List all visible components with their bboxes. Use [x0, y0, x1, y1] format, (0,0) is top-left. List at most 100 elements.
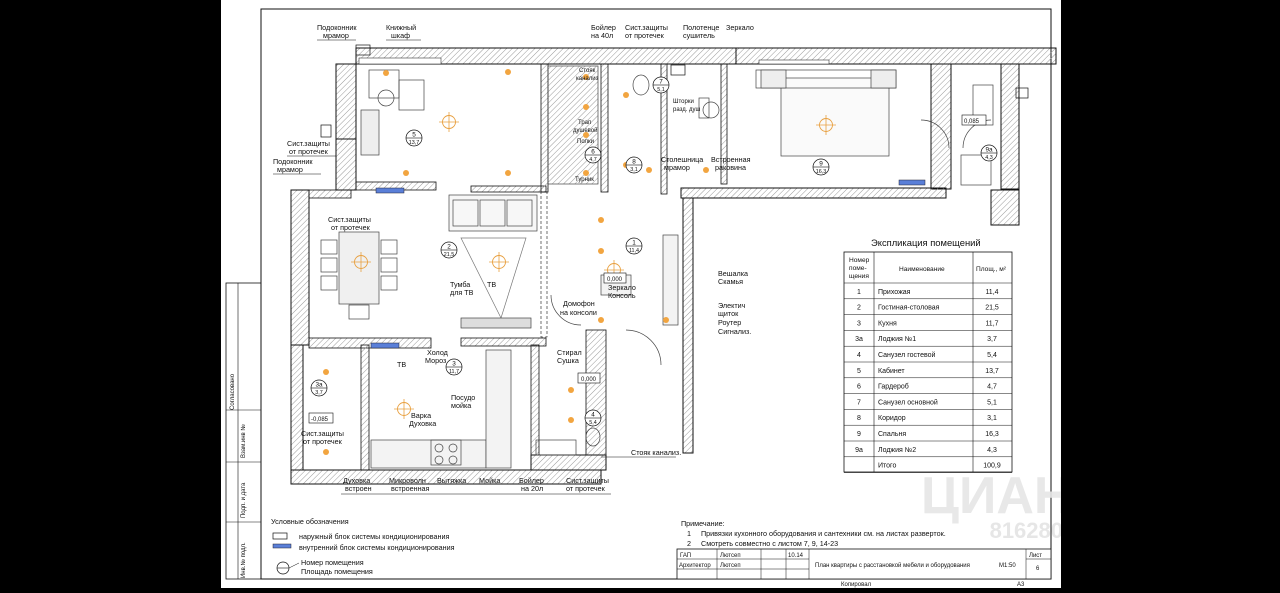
notes: Примечание: 1 Привязки кухонного оборудо… — [681, 519, 946, 548]
label-boiler40-1: Бойлер — [591, 23, 616, 32]
level-loggia-1: -0,085 — [311, 417, 329, 423]
label-turnik: Турник — [575, 177, 594, 183]
table-cell-name: Кабинет — [878, 367, 905, 375]
label-polotence-1: Полотенце — [683, 23, 719, 32]
room-marker-9a: 9а4,3 — [980, 144, 998, 162]
table-cell-num: 7 — [857, 399, 861, 406]
level-marks: 0,000 0,000 -0,085 0,085 — [308, 114, 987, 424]
room-marker-8: 83,1 — [625, 156, 643, 174]
room-area: 5,1 — [657, 87, 665, 93]
explication-table: Экспликация помещений Номер поме- щения … — [843, 237, 1013, 473]
room-marker-7: 75,1 — [652, 76, 670, 94]
note-2: Смотреть совместно с листом 7, 9, 14-23 — [701, 539, 838, 548]
label-rakovina-2: раковина — [715, 163, 746, 172]
title-block: ГАП Лютсеп 10.14 Архитектор Лютсеп План … — [676, 548, 1052, 588]
label-posudo-2: мойка — [451, 401, 471, 410]
level-loggia-2: 0,085 — [964, 119, 980, 125]
tb-date: 10.14 — [788, 553, 804, 559]
label-vytyazhka: Вытяжка — [437, 476, 466, 485]
label-shkaf-2: шкаф — [391, 31, 410, 40]
table-cell-area: 3,1 — [987, 415, 997, 422]
room-number: 3 — [452, 361, 456, 368]
level-guest-bath: 0,000 — [581, 377, 597, 383]
room-marker-3: 311,7 — [445, 358, 463, 376]
label-tumba-1: Тумба — [450, 280, 470, 289]
label-domofon-1: Домофон — [563, 299, 595, 308]
tb-copied: Копировал — [841, 582, 872, 588]
walls — [290, 47, 1057, 485]
room-marker-1: 111,4 — [625, 237, 643, 255]
table-cell-area: 4,7 — [987, 384, 997, 391]
label-boiler40-2: на 40л — [591, 31, 613, 40]
label-polki: Полки — [577, 139, 594, 145]
label-boiler20-2: на 20л — [521, 484, 543, 493]
note-1: Привязки кухонного оборудования и сантех… — [701, 529, 946, 538]
table-cell-name: Кухня — [878, 320, 897, 327]
table-cell-num: 6 — [857, 384, 861, 391]
stamp-inv-orig: Инв.№ подл. — [240, 542, 247, 578]
label-sist-liv-1: Сист.защиты — [328, 215, 371, 224]
room-area: 21,5 — [444, 252, 455, 258]
label-varka-2: Духовка — [409, 419, 436, 428]
label-sist-bot-1: Сист.защиты — [566, 476, 609, 485]
table-cell-num: 5 — [857, 368, 861, 375]
label-zerkalo-kons-1: Зеркало — [608, 283, 636, 292]
label-tv: ТВ — [487, 280, 496, 289]
label-shitok-1: Электич — [718, 301, 746, 310]
table-total-label: Итого — [878, 463, 896, 470]
room-number: 9а — [985, 147, 993, 154]
label-polotence-2: сушитель — [683, 31, 715, 40]
tb-gap: ГАП — [680, 553, 691, 559]
tb-format: А3 — [1017, 582, 1025, 588]
table-cell-num: 2 — [857, 305, 861, 312]
label-stoyak-1: Стояк — [579, 68, 596, 74]
legend-room-area: Площадь помещения — [301, 567, 373, 576]
table-cell-num: 3а — [855, 336, 863, 343]
label-varka-1: Варка — [411, 411, 431, 420]
label-router-2: Сигнализ. — [718, 327, 751, 336]
room-area: 16,3 — [816, 169, 827, 175]
label-mikro-1: Микроволн — [389, 476, 426, 485]
plan-labels: Подоконник мрамор Книжный шкаф Бойлер на… — [273, 23, 754, 495]
label-stoleshnica-2: мрамор — [664, 163, 690, 172]
table-header-name: Наименование — [899, 266, 945, 273]
table-cell-num: 1 — [857, 289, 861, 296]
label-sist-loggia-2: от протечек — [303, 437, 343, 446]
table-header-num-1: Номер — [849, 257, 870, 264]
room-area: 5,4 — [589, 420, 597, 426]
label-stiralka-2: Сушка — [557, 356, 579, 365]
table-cell-name: Гардероб — [878, 383, 909, 391]
tb-scale: М1:50 — [999, 563, 1016, 569]
table-cell-num: 9а — [855, 447, 863, 454]
tb-arch-name: Лютсеп — [720, 563, 741, 569]
room-area: 11,4 — [629, 248, 639, 254]
room-number: 2 — [447, 244, 451, 251]
room-marker-3a: 3а3,7 — [310, 379, 328, 397]
explication-title: Экспликация помещений — [871, 237, 981, 248]
note-2-num: 2 — [687, 539, 691, 548]
table-total-area: 100,9 — [983, 463, 1001, 470]
legend-outdoor: наружный блок системы кондиционирования — [299, 532, 449, 541]
tb-arch: Архитектор — [679, 563, 711, 569]
room-number: 1 — [632, 240, 636, 247]
label-sist-bot-2: от протечек — [566, 484, 606, 493]
table-cell-name: Спальня — [878, 431, 906, 438]
label-podokonnik-2b: мрамор — [277, 165, 303, 174]
label-podokonnik-1: Подоконник — [317, 23, 357, 32]
label-sist-top-1: Сист.защиты — [625, 23, 668, 32]
legend-indoor: внутренний блок системы кондиционировани… — [299, 543, 455, 552]
table-cell-name: Коридор — [878, 415, 906, 422]
table-cell-area: 11,7 — [985, 320, 998, 327]
table-cell-name: Прихожая — [878, 289, 911, 296]
label-sist-loggia-1: Сист.защиты — [301, 429, 344, 438]
label-stoyak-2: канализ — [576, 76, 599, 82]
note-1-num: 1 — [687, 529, 691, 538]
table-cell-num: 8 — [857, 415, 861, 422]
label-trap-1: Трап — [578, 120, 591, 126]
stamp-agreed: Согласовано — [230, 373, 236, 410]
room-area: 4,3 — [985, 155, 993, 161]
label-holod-1: Холод — [427, 348, 449, 357]
table-cell-area: 5,1 — [987, 399, 997, 406]
table-cell-num: 4 — [857, 352, 861, 359]
room-marker-6: 64,7 — [584, 146, 602, 164]
